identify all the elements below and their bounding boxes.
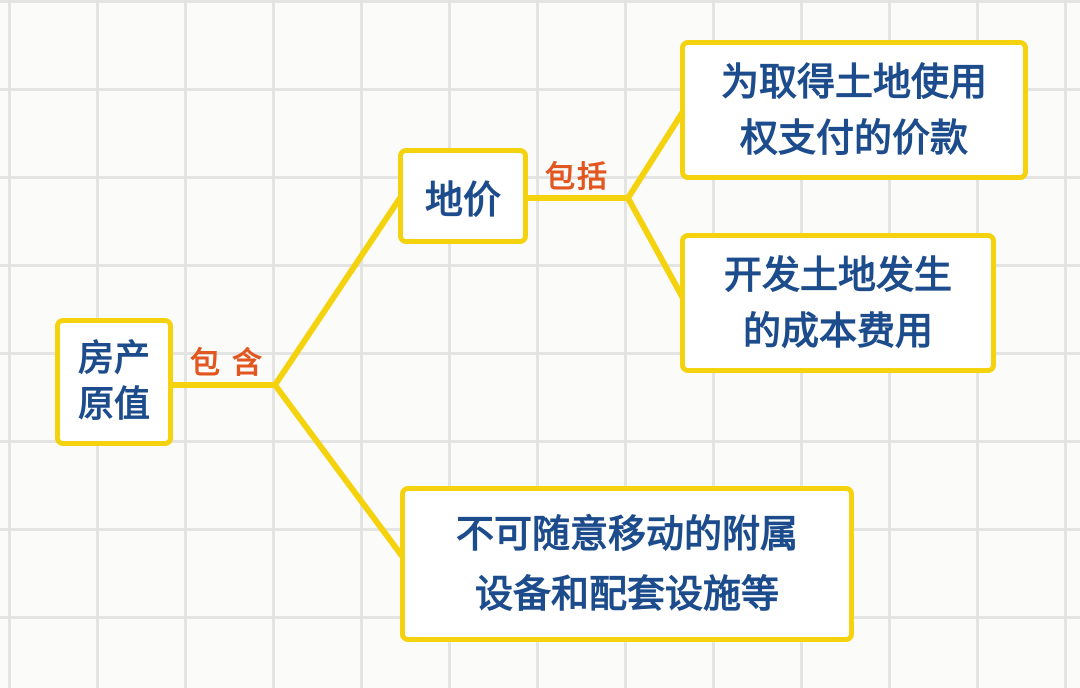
node-house-original-value: 房产 原值 bbox=[55, 318, 173, 446]
edge-label-includes: 包括 bbox=[545, 160, 609, 195]
node-text-line: 房产 bbox=[77, 338, 150, 379]
node-land-price: 地价 bbox=[398, 148, 528, 244]
node-text-line: 权支付的价款 bbox=[739, 116, 968, 160]
node-fixed-fixtures-and-facilities: 不可随意移动的附属 设备和配套设施等 bbox=[400, 486, 854, 642]
node-text-line: 的成本费用 bbox=[742, 309, 933, 353]
connector-branch-to-fixtures bbox=[272, 382, 408, 563]
connector-branch-to-land-price bbox=[272, 195, 403, 388]
node-land-development-cost: 开发土地发生 的成本费用 bbox=[680, 233, 996, 373]
connector-fork-to-development-cost bbox=[625, 195, 687, 303]
connector-fork-to-land-use-payment bbox=[625, 107, 687, 201]
node-text-line: 为取得土地使用 bbox=[720, 60, 987, 104]
node-text-line: 地价 bbox=[424, 177, 501, 222]
node-text-line: 开发土地发生 bbox=[723, 253, 952, 297]
edge-label-contains: 包含 bbox=[190, 346, 274, 381]
node-text-line: 不可随意移动的附属 bbox=[455, 512, 798, 556]
node-text-line: 原值 bbox=[77, 384, 150, 425]
node-land-use-right-payment: 为取得土地使用 权支付的价款 bbox=[680, 40, 1028, 180]
node-text-line: 设备和配套设施等 bbox=[474, 572, 779, 616]
